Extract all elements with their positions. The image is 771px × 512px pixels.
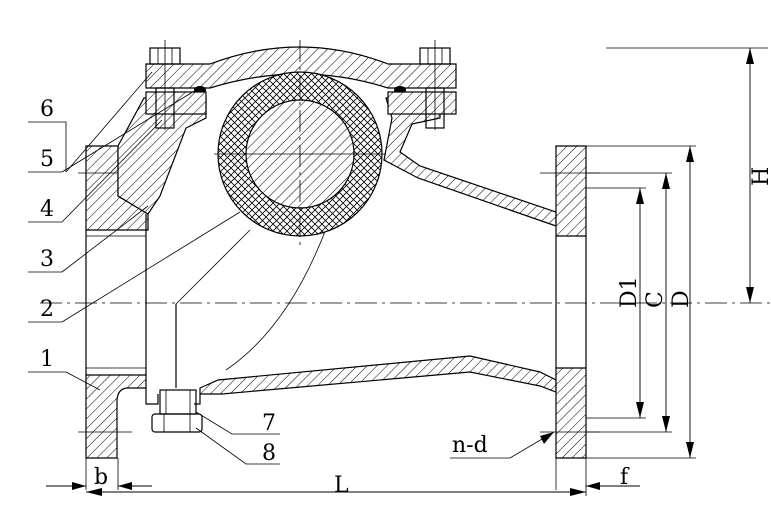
bonnet-cover bbox=[145, 46, 457, 115]
dim-label-f: f bbox=[620, 465, 630, 490]
right-flange bbox=[540, 145, 600, 459]
dim-label-nd: n-d bbox=[452, 433, 488, 458]
dim-label-b: b bbox=[94, 465, 108, 490]
dim-label-D: D bbox=[669, 290, 694, 308]
bolt-left bbox=[149, 40, 181, 130]
part-label-8: 8 bbox=[262, 441, 276, 466]
bolt-right bbox=[419, 40, 451, 130]
dim-label-H: H bbox=[749, 167, 771, 186]
part-label-1: 1 bbox=[40, 347, 54, 372]
dimension-lines bbox=[46, 47, 768, 496]
dim-label-L: L bbox=[334, 473, 349, 498]
part-label-5: 5 bbox=[40, 147, 54, 172]
part-label-2: 2 bbox=[40, 297, 54, 322]
leader-lines bbox=[28, 71, 280, 465]
dim-label-C: C bbox=[643, 291, 668, 308]
ball-disc bbox=[214, 40, 386, 250]
dim-label-D1: D1 bbox=[617, 276, 642, 308]
part-label-4: 4 bbox=[40, 197, 54, 222]
left-flange bbox=[78, 145, 149, 459]
drain-plug bbox=[151, 389, 203, 433]
part-label-6: 6 bbox=[40, 97, 54, 122]
part-label-7: 7 bbox=[262, 411, 276, 436]
part-label-3: 3 bbox=[40, 247, 54, 272]
